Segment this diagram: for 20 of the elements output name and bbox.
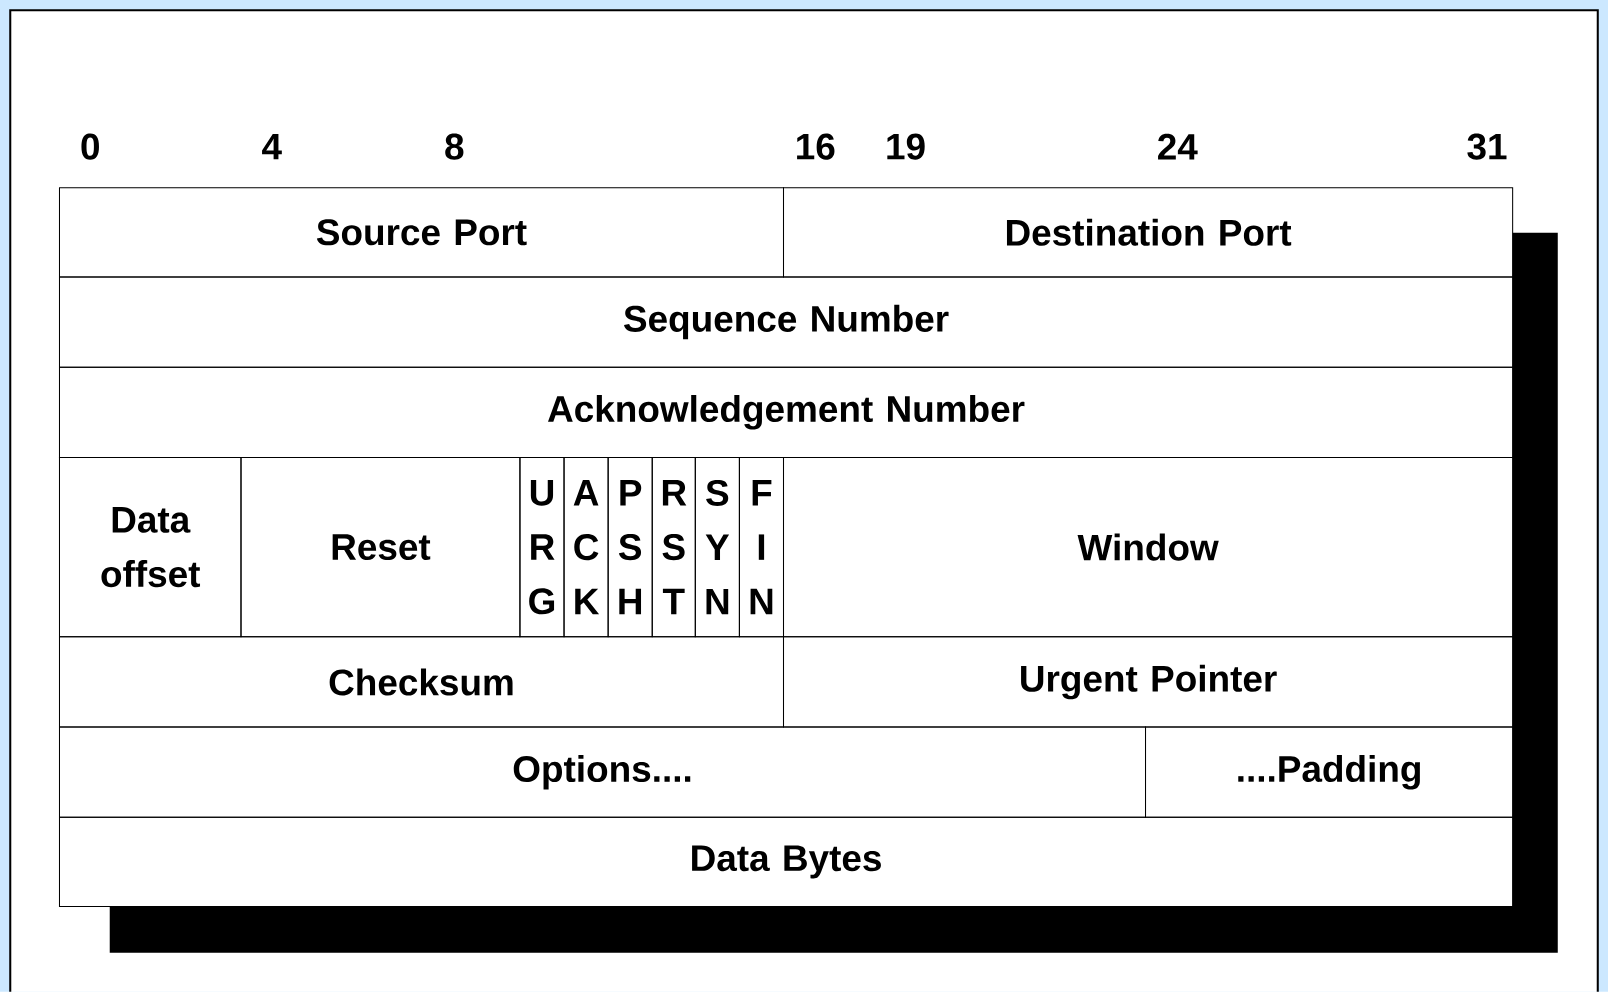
field-cell: Sequence Number [58, 276, 1514, 368]
field-cell: Window [783, 457, 1514, 638]
field-cell: Checksum [58, 636, 784, 728]
flag-cell: R S T [651, 457, 696, 638]
field-cell: ....Padding [1145, 726, 1514, 818]
field-cell: Data Bytes [58, 817, 1514, 908]
bit-number: 16 [797, 133, 835, 160]
bit-number: 19 [887, 133, 925, 160]
flag-cell: F I N [738, 457, 784, 638]
field-cell: Destination Port [783, 187, 1514, 278]
field-cell: Data offset [58, 457, 242, 638]
field-cell: Acknowledgement Number [58, 366, 1514, 459]
field-cell: Urgent Pointer [783, 636, 1514, 728]
field-cell: Source Port [58, 187, 784, 278]
flag-cell: P S H [607, 457, 653, 638]
flag-cell: U R G [519, 457, 565, 638]
flag-cell: A C K [563, 457, 609, 638]
field-cell: Reset [240, 457, 521, 638]
field-cell: Options.... [58, 726, 1147, 818]
flag-cell: S Y N [694, 457, 740, 638]
